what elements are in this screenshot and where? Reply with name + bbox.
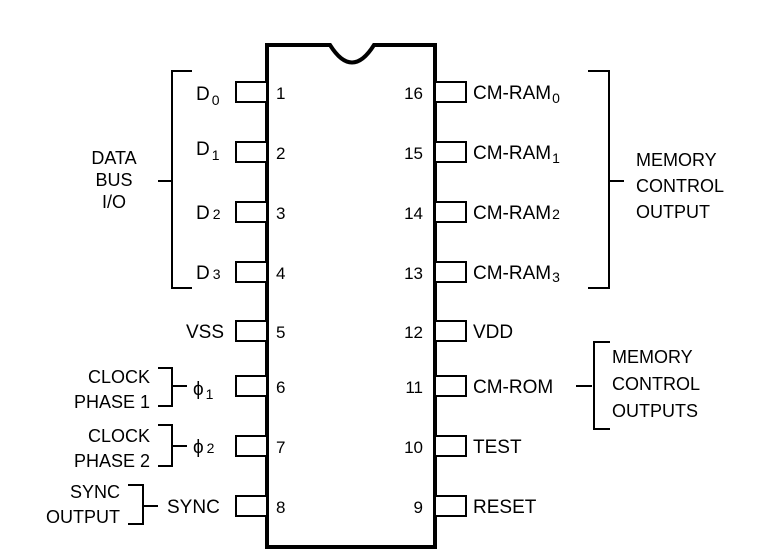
- pin-name-14: CM-RAM2: [473, 203, 560, 224]
- pin-box-15: [434, 141, 467, 163]
- data-bus-line-3: I/O: [102, 192, 126, 212]
- chip-body: [265, 43, 437, 549]
- pin-box-12: [434, 320, 467, 342]
- pin-number-11: 11: [405, 378, 423, 397]
- pin-box-5: [235, 320, 268, 342]
- pin-box-16: [434, 81, 467, 103]
- pin-number-5: 5: [276, 323, 285, 342]
- sync-output-line-1: SYNC: [70, 482, 120, 502]
- pin-number-15: 15: [404, 144, 423, 163]
- pin-box-3: [235, 201, 268, 223]
- clock-phase-2-group: CLOCK PHASE 2: [74, 424, 187, 471]
- pin-box-7: [235, 435, 268, 457]
- sync-output-group: SYNC OUTPUT: [46, 482, 158, 527]
- memory-control-output-line-2: CONTROL: [636, 176, 724, 196]
- memory-control-output-group: MEMORY CONTROL OUTPUT: [588, 70, 724, 289]
- pin-name-13: CM-RAM3: [473, 263, 560, 285]
- data-bus-line-2: BUS: [95, 170, 132, 190]
- pin-number-1: 1: [276, 84, 285, 103]
- pin-name-9: RESET: [473, 497, 537, 518]
- data-bus-bracket: [158, 70, 192, 289]
- pin-number-4: 4: [276, 264, 285, 283]
- clock-phase-2-bracket: [158, 424, 187, 467]
- pin-box-1: [235, 81, 268, 103]
- pin-number-9: 9: [414, 498, 423, 517]
- data-bus-line-1: DATA: [91, 148, 136, 168]
- memory-control-outputs-group: MEMORY CONTROL OUTPUTS: [576, 341, 700, 430]
- memory-control-outputs-bracket: [576, 341, 610, 430]
- memory-control-outputs-line-3: OUTPUTS: [612, 401, 698, 421]
- memory-control-outputs-line-1: MEMORY: [612, 347, 693, 367]
- pin-box-14: [434, 201, 467, 223]
- pin-number-2: 2: [276, 144, 285, 163]
- pin-box-11: [434, 375, 467, 397]
- pin-number-6: 6: [276, 378, 285, 397]
- sync-output-line-2: OUTPUT: [46, 507, 120, 527]
- pin-box-9: [434, 495, 467, 517]
- pin-box-6: [235, 375, 268, 397]
- memory-control-output-line-3: OUTPUT: [636, 202, 710, 222]
- pin-box-4: [235, 261, 268, 283]
- clock-phase-1-group: CLOCK PHASE 1: [74, 367, 187, 412]
- pin-number-7: 7: [276, 438, 285, 457]
- pin-box-13: [434, 261, 467, 283]
- pin-box-10: [434, 435, 467, 457]
- pin-number-10: 10: [404, 438, 423, 457]
- pin-number-8: 8: [276, 498, 285, 517]
- pin-name-11: CM-ROM: [473, 377, 553, 398]
- memory-control-outputs-line-2: CONTROL: [612, 374, 700, 394]
- memory-control-output-bracket: [588, 70, 624, 289]
- pin-name-5: VSS: [186, 322, 224, 343]
- pin-number-14: 14: [404, 204, 423, 223]
- pin-box-8: [235, 495, 268, 517]
- pin-name-16: CM-RAM0: [473, 83, 560, 106]
- data-bus-group: DATA BUS I/O: [91, 70, 192, 289]
- pin-number-16: 16: [404, 84, 423, 103]
- clock-phase-1-bracket: [158, 367, 187, 407]
- pin-number-3: 3: [276, 204, 285, 223]
- pin-name-12: VDD: [473, 322, 513, 343]
- pin-box-2: [235, 141, 268, 163]
- clock-phase-1-line-1: CLOCK: [88, 367, 150, 387]
- clock-phase-1-line-2: PHASE 1: [74, 392, 150, 412]
- pin-name-10: TEST: [473, 437, 522, 458]
- memory-control-output-line-1: MEMORY: [636, 150, 717, 170]
- pin-number-12: 12: [404, 323, 423, 342]
- pin-name-8: SYNC: [167, 497, 220, 518]
- clock-phase-2-line-2: PHASE 2: [74, 451, 150, 471]
- clock-phase-2-line-1: CLOCK: [88, 426, 150, 446]
- sync-output-bracket: [128, 484, 158, 525]
- pin-number-13: 13: [404, 264, 423, 283]
- right-pins: 16 CM-RAM0 15 CM-RAM1 14 CM-RAM2 13 CM-R…: [404, 81, 560, 518]
- pin-name-15: CM-RAM1: [473, 143, 560, 166]
